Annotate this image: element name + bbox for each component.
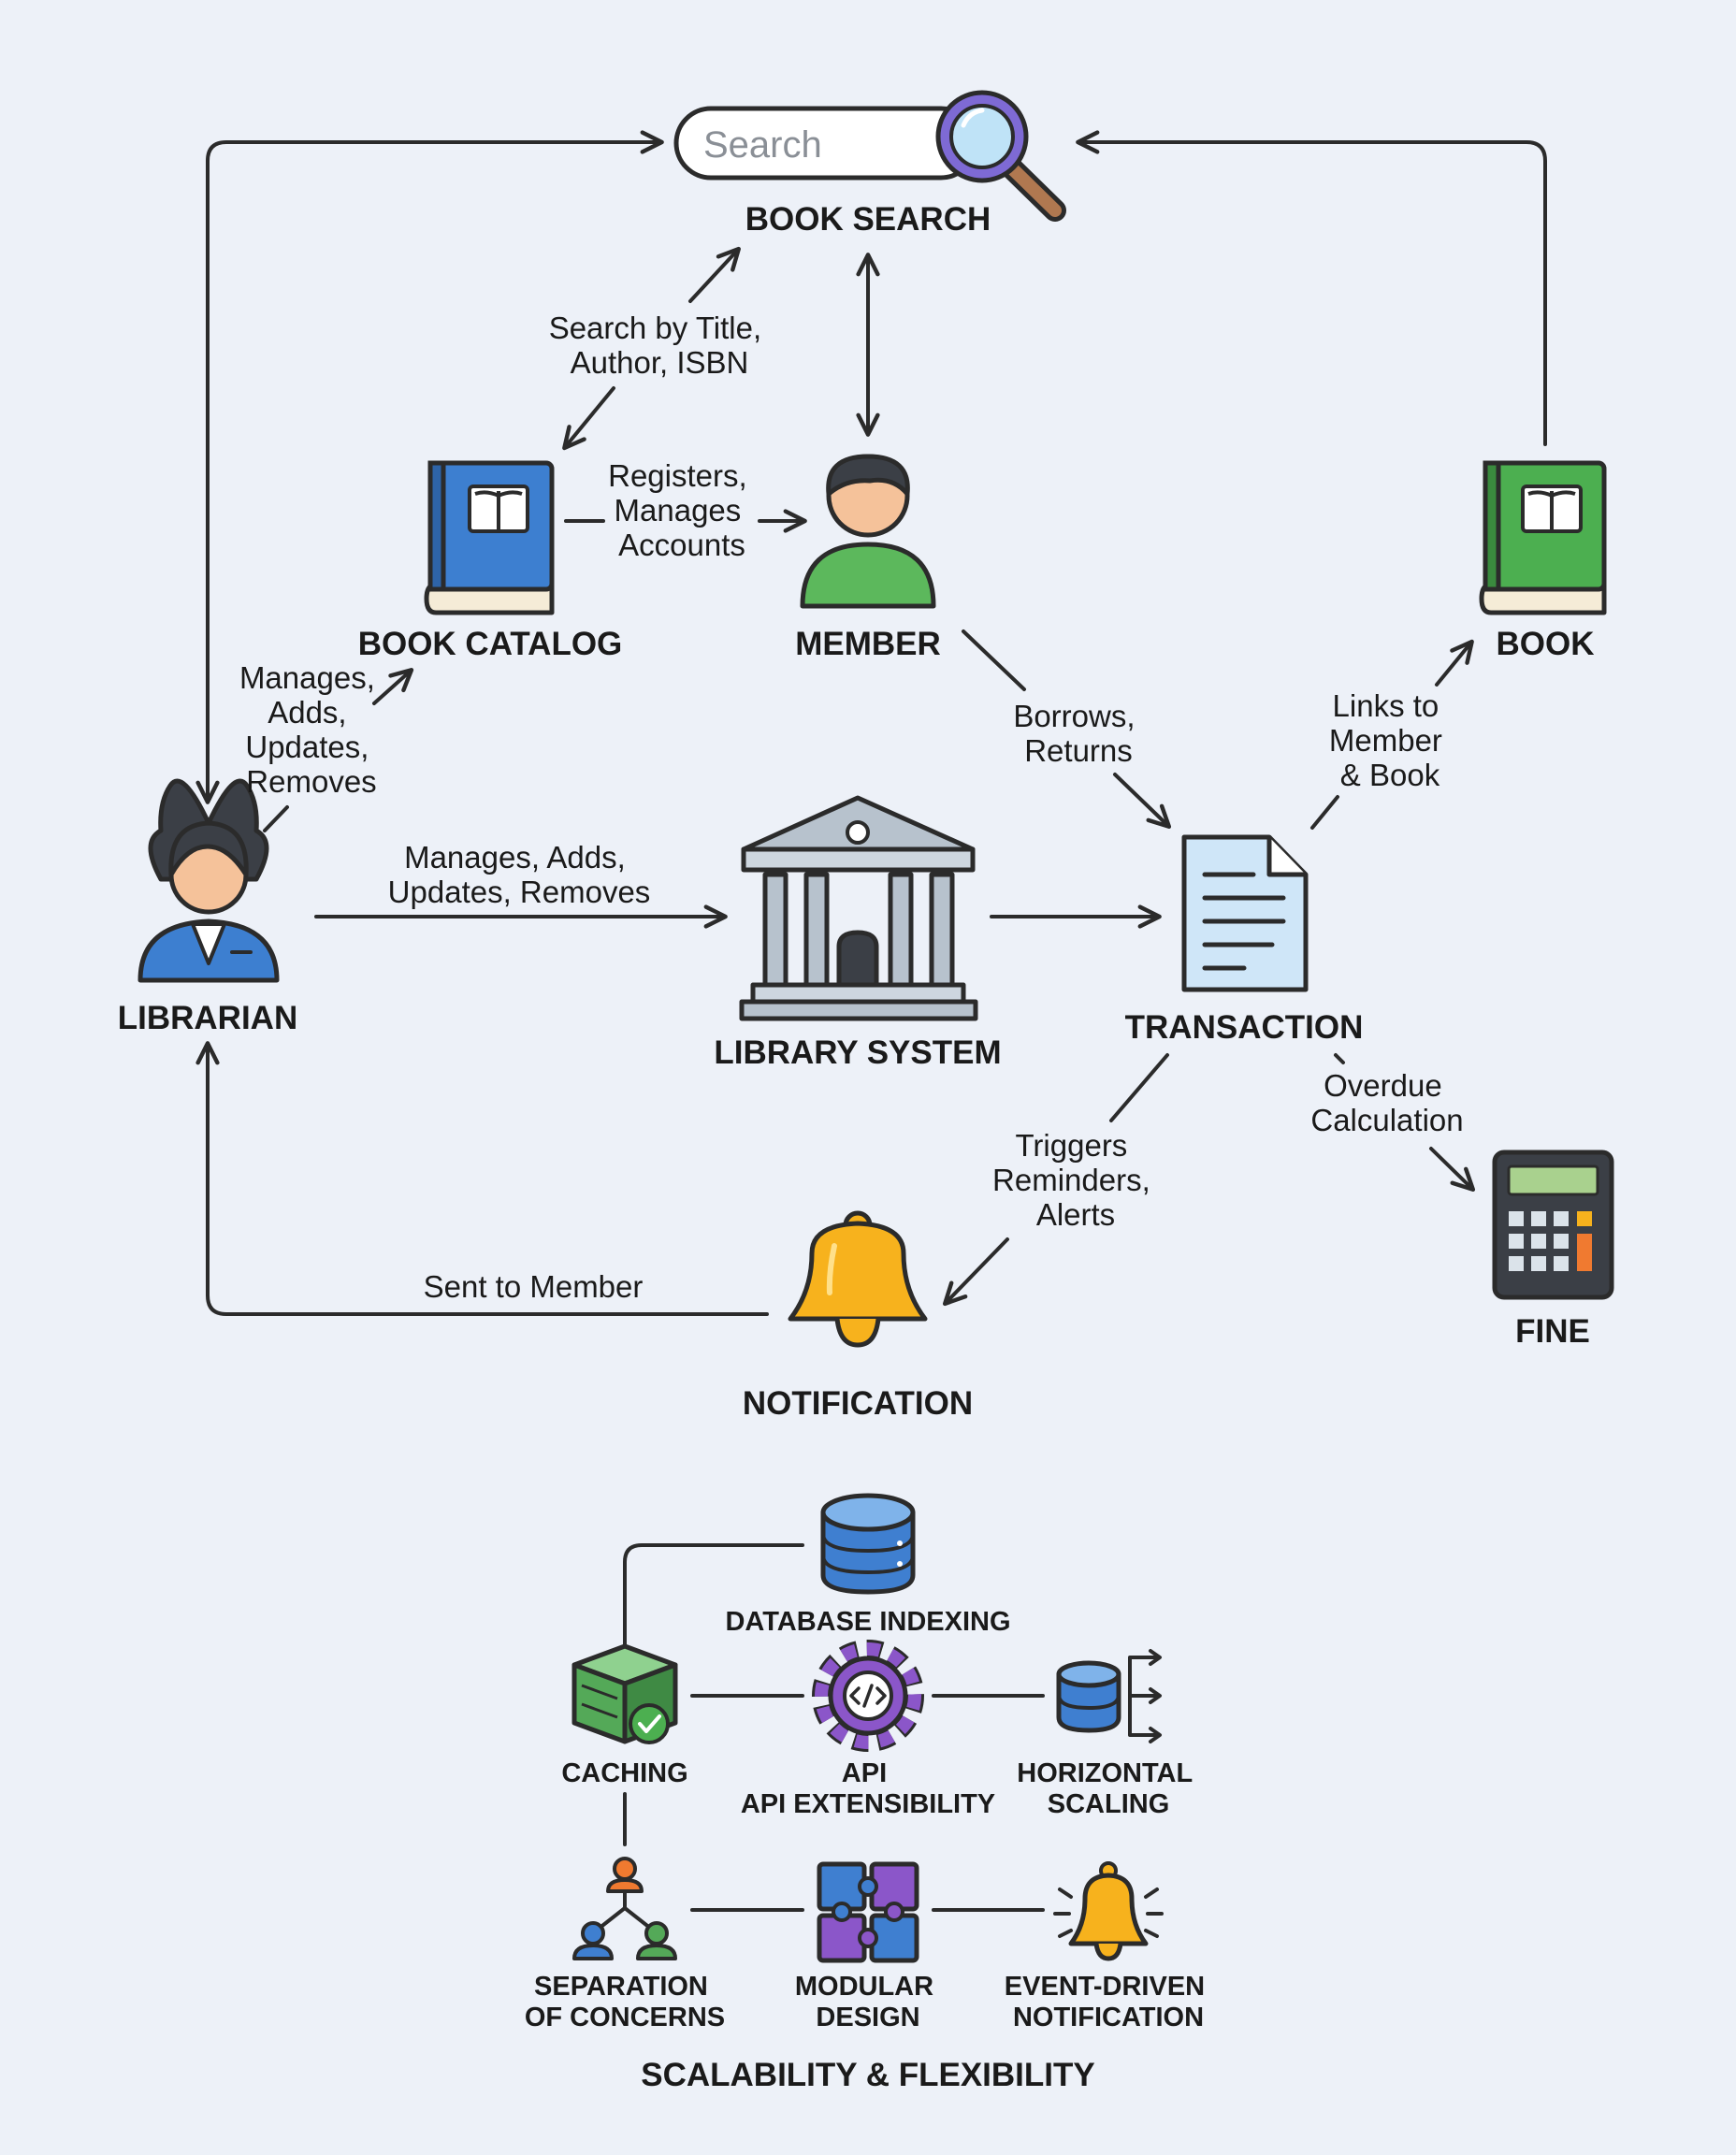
edge-label-registers-line-2: Manages: [615, 493, 742, 528]
fine-label: FINE: [1515, 1313, 1590, 1350]
edge-label-links-to-line-3: & Book: [1340, 758, 1440, 792]
book-catalog-label: BOOK CATALOG: [358, 626, 623, 662]
api-label-line-1: API: [842, 1758, 887, 1788]
magnifier-icon[interactable]: [935, 90, 1066, 222]
document-icon[interactable]: [1181, 834, 1309, 992]
book-label: BOOK: [1497, 626, 1595, 662]
horizontal-scaling-label-line-2: SCALING: [1048, 1789, 1170, 1819]
edge-member-transaction-upper: [962, 629, 1026, 691]
edge-label-manages-system-line-1: Manages, Adds,: [404, 840, 626, 875]
caching-label: CACHING: [561, 1758, 687, 1788]
separation-label-line-2: OF CONCERNS: [525, 2003, 725, 2032]
edge-label-manages-catalog: Manages, Adds, Updates, Removes: [239, 660, 383, 799]
edge-label-links-to-line-2: Member: [1329, 723, 1442, 758]
edge-label-sent-to: Sent to Member: [424, 1269, 644, 1304]
edge-librarian-catalog-lower: [263, 805, 289, 832]
event-driven-label: EVENT-DRIVEN NOTIFICATION: [1005, 1972, 1212, 2032]
calculator-icon[interactable]: [1492, 1150, 1614, 1300]
edge-member-transaction-lower: [1113, 773, 1172, 830]
edge-label-manages-catalog-line-3: Updates,: [245, 730, 369, 764]
edge-librarian-search: [195, 130, 664, 804]
edge-label-registers-line-3: Accounts: [618, 528, 745, 562]
edge-label-manages-catalog-line-1: Manages,: [239, 660, 375, 695]
edge-transaction-notification-lower: [942, 1237, 1009, 1307]
edge-label-triggers-line-3: Alerts: [1036, 1197, 1115, 1232]
edge-label-manages-system-line-2: Updates, Removes: [388, 875, 651, 909]
edge-label-borrows-line-2: Returns: [1024, 733, 1133, 768]
bell-icon[interactable]: [788, 1210, 928, 1348]
modular-label-line-1: MODULAR: [795, 1972, 933, 2002]
edge-transaction-fine-lower: [1429, 1147, 1476, 1193]
edge-label-overdue-line-2: Calculation: [1310, 1103, 1463, 1137]
library-system-label: LIBRARY SYSTEM: [714, 1034, 1001, 1071]
edge-transaction-notification-upper: [1109, 1053, 1169, 1122]
edge-label-triggers: Triggers Reminders, Alerts: [992, 1128, 1159, 1232]
edge-label-links-to-line-1: Links to: [1333, 688, 1439, 723]
event-driven-label-line-1: EVENT-DRIVEN: [1005, 1972, 1205, 2002]
book-catalog-icon[interactable]: [424, 460, 555, 615]
edge-label-manages-catalog-line-4: Removes: [246, 764, 376, 799]
horizontal-scaling-label: HORIZONTAL SCALING: [1017, 1758, 1199, 1819]
transaction-label: TRANSACTION: [1125, 1009, 1364, 1046]
edge-label-triggers-line-1: Triggers: [1016, 1128, 1128, 1163]
edge-label-triggers-line-2: Reminders,: [992, 1163, 1150, 1197]
edge-transaction-book-lower: [1310, 795, 1339, 830]
edge-label-manages-catalog-line-2: Adds,: [268, 695, 346, 730]
edge-book-search: [1076, 130, 1547, 446]
edge-label-registers: Registers, Manages Accounts: [608, 458, 756, 562]
search-bar[interactable]: Search: [673, 106, 978, 181]
edge-notification-librarian: [195, 1041, 769, 1316]
edge-label-overdue-line-1: Overdue: [1324, 1068, 1442, 1103]
separation-label: SEPARATION OF CONCERNS: [525, 1972, 725, 2032]
puzzle-icon[interactable]: [817, 1861, 919, 1963]
edge-label-borrows-line-1: Borrows,: [1013, 699, 1135, 733]
edge-label-overdue: Overdue Calculation: [1310, 1068, 1463, 1137]
event-bell-icon[interactable]: [1053, 1861, 1164, 1961]
edge-label-search-by-line-1: Search by Title,: [549, 311, 761, 345]
edge-label-search-by-line-2: Author, ISBN: [571, 345, 749, 380]
member-icon[interactable]: [800, 454, 936, 609]
edge-librarian-catalog-upper: [372, 668, 414, 705]
scalability-connectors: [623, 1543, 1045, 1912]
book-search-label: BOOK SEARCH: [745, 201, 991, 238]
book-icon[interactable]: [1479, 460, 1607, 615]
api-label-line-2: API EXTENSIBILITY: [741, 1789, 995, 1819]
scalability-title: SCALABILITY & FLEXIBILITY: [641, 2057, 1094, 2093]
database-icon[interactable]: [820, 1493, 916, 1595]
modular-label-line-2: DESIGN: [816, 2003, 919, 2032]
edge-transaction-fine-upper: [1334, 1053, 1345, 1064]
edge-label-borrows: Borrows, Returns: [1013, 699, 1143, 768]
member-label: MEMBER: [795, 626, 941, 662]
edge-label-links-to: Links to Member & Book: [1329, 688, 1451, 792]
edge-label-registers-line-1: Registers,: [608, 458, 747, 493]
library-building-icon[interactable]: [739, 795, 978, 1021]
edge-transaction-book-upper: [1435, 639, 1474, 687]
librarian-icon[interactable]: [137, 778, 280, 983]
separation-label-line-1: SEPARATION: [534, 1972, 708, 2002]
gear-icon[interactable]: [812, 1640, 924, 1752]
api-label: API API EXTENSIBILITY: [741, 1758, 995, 1819]
event-driven-label-line-2: NOTIFICATION: [1013, 2003, 1204, 2032]
edge-label-search-by: Search by Title, Author, ISBN: [549, 311, 771, 380]
notification-label: NOTIFICATION: [743, 1385, 973, 1422]
database-indexing-label: DATABASE INDEXING: [725, 1607, 1010, 1637]
librarian-label: LIBRARIAN: [118, 1000, 297, 1036]
horizontal-scaling-label-line-1: HORIZONTAL: [1017, 1758, 1192, 1788]
edge-catalog-search-lower: [562, 386, 615, 451]
search-placeholder: Search: [703, 124, 822, 166]
edge-catalog-search-upper: [688, 246, 741, 303]
horizontal-scaling-icon[interactable]: [1056, 1649, 1162, 1743]
edge-label-manages-system: Manages, Adds, Updates, Removes: [388, 840, 651, 909]
modular-label: MODULAR DESIGN: [795, 1972, 941, 2032]
separation-people-icon[interactable]: [572, 1857, 677, 1960]
server-icon[interactable]: [571, 1643, 678, 1744]
